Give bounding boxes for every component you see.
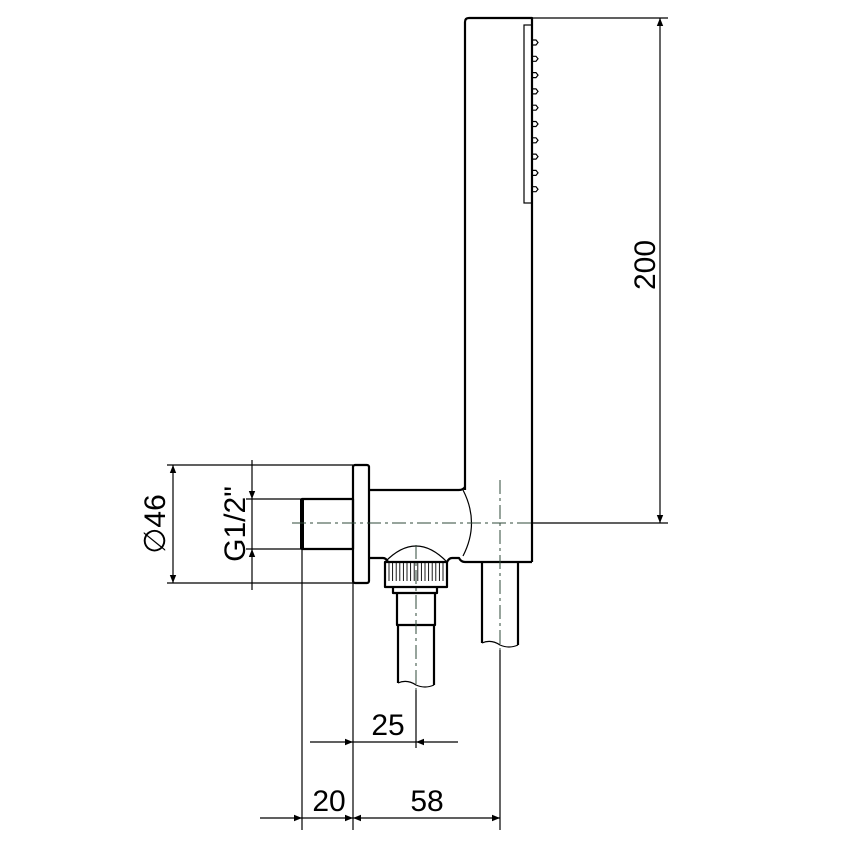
dim-flange-20: 20 [312, 785, 345, 818]
threaded-nipple [300, 497, 355, 551]
wall-flange [351, 463, 371, 585]
nozzle [532, 120, 539, 128]
hose-left [396, 625, 436, 685]
nozzle [532, 169, 539, 176]
nozzle [532, 72, 539, 79]
nozzle [532, 186, 539, 193]
dim-thread: G1/2" [219, 486, 252, 562]
svg-text:∅46: ∅46 [139, 494, 172, 554]
nozzle [532, 153, 539, 160]
nozzle [532, 88, 539, 95]
dim-outlet-25: 25 [371, 709, 404, 742]
knurled-nut [383, 560, 449, 589]
nozzle [532, 39, 539, 46]
nozzle [532, 137, 539, 144]
nozzle [532, 104, 539, 111]
spray-nozzles [532, 39, 539, 193]
diameter-symbol: ∅ [139, 528, 172, 554]
dim-diameter-46: 46 [139, 494, 172, 527]
dim-height-200: 200 [629, 240, 662, 290]
elbow-body [369, 486, 532, 564]
hose-right [480, 562, 520, 645]
dim-projection-58: 58 [410, 785, 443, 818]
nozzle [532, 55, 539, 62]
hand-shower [463, 16, 539, 562]
